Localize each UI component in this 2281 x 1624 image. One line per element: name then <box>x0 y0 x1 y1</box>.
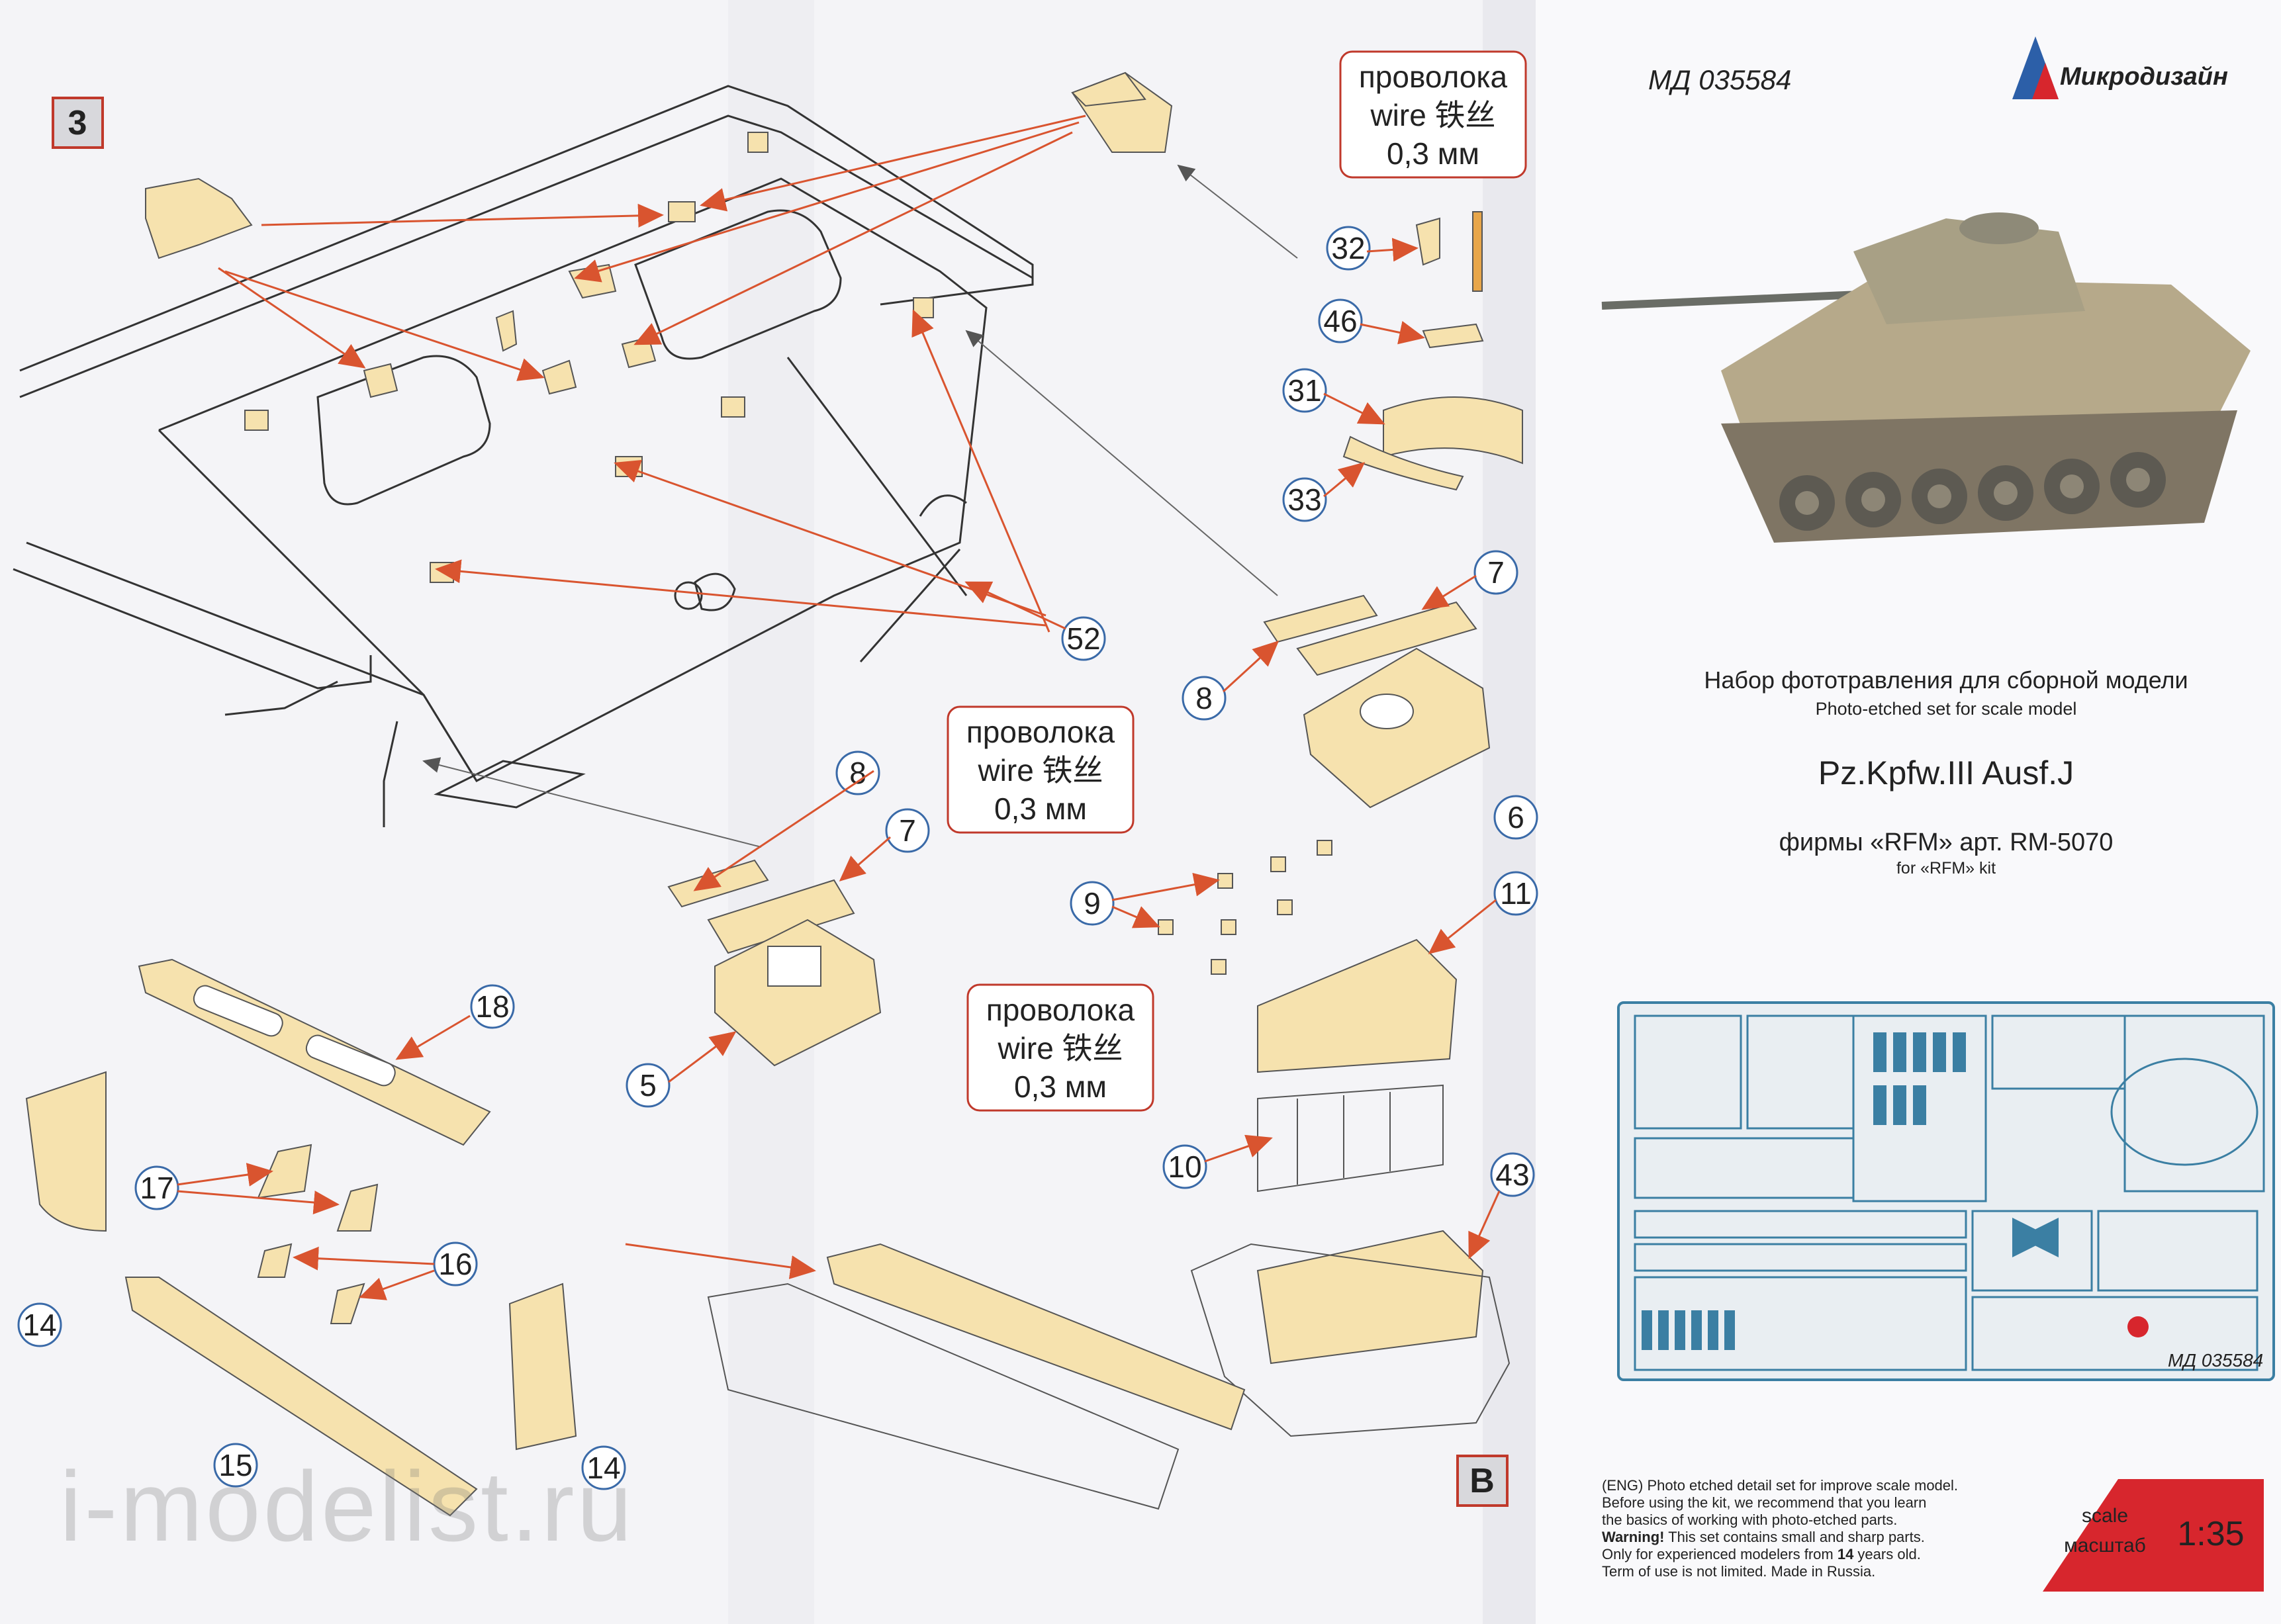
svg-text:wire 铁丝: wire 铁丝 <box>977 753 1103 788</box>
callout-14a: 14 <box>17 1302 62 1347</box>
part-callouts: 32 46 31 33 7 8 6 52 8 7 5 9 11 10 43 18… <box>17 226 1538 1490</box>
svg-text:46: 46 <box>1323 304 1357 338</box>
svg-text:15: 15 <box>218 1448 252 1482</box>
callout-9: 9 <box>1070 881 1115 926</box>
callout-16: 16 <box>433 1241 478 1286</box>
svg-text:6: 6 <box>1507 800 1524 835</box>
svg-text:Pz.Kpfw.III Ausf.J: Pz.Kpfw.III Ausf.J <box>1818 754 2074 791</box>
title-block: Набор фототравления для сборной модели P… <box>1704 666 2188 878</box>
svg-text:Photo-etched set for scale mod: Photo-etched set for scale model <box>1816 699 2077 719</box>
callout-7b: 7 <box>885 808 930 853</box>
scale-badge: scale масштаб 1:35 <box>2043 1479 2264 1592</box>
svg-text:31: 31 <box>1287 373 1321 408</box>
part-5-group <box>667 859 882 1067</box>
callout-15: 15 <box>213 1443 258 1488</box>
wire-note-3: проволока wire 铁丝 0,3 мм <box>966 983 1154 1112</box>
callout-33: 33 <box>1282 477 1327 522</box>
callout-7a: 7 <box>1473 550 1518 595</box>
wire-note-2: проволока wire 铁丝 0,3 мм <box>947 705 1135 834</box>
svg-text:33: 33 <box>1287 482 1321 517</box>
hull-rear-drawing <box>13 85 1034 827</box>
wire-note-1: проволока wire 铁丝 0,3 мм <box>1339 50 1527 179</box>
rear-panel-group <box>707 1243 1246 1510</box>
callout-11: 11 <box>1493 871 1538 916</box>
part-7-8-6-group <box>1263 594 1491 809</box>
tank-photo <box>1601 212 2251 543</box>
svg-text:5: 5 <box>639 1068 657 1103</box>
step-3-badge: 3 <box>52 97 104 149</box>
svg-text:7: 7 <box>1487 555 1505 590</box>
svg-text:11: 11 <box>1500 876 1532 911</box>
callout-arrows <box>177 238 1501 1300</box>
svg-text:0,3 мм: 0,3 мм <box>1014 1069 1107 1104</box>
svg-text:1:35: 1:35 <box>2177 1515 2244 1553</box>
svg-text:14: 14 <box>586 1451 620 1485</box>
svg-text:проволока: проволока <box>966 715 1115 749</box>
svg-text:МД 035584: МД 035584 <box>1648 64 1791 95</box>
callout-52: 52 <box>1061 616 1106 661</box>
svg-text:7: 7 <box>899 813 916 848</box>
fret-preview: МД 035584 <box>1617 1001 2275 1381</box>
callout-8b: 8 <box>835 750 880 795</box>
svg-text:фирмы «RFM» арт. RM-5070: фирмы «RFM» арт. RM-5070 <box>1779 829 2114 856</box>
part-32-46-group <box>1342 211 1523 491</box>
svg-text:0,3 мм: 0,3 мм <box>994 791 1087 826</box>
svg-text:for «RFM» kit: for «RFM» kit <box>1896 859 1996 878</box>
callout-10: 10 <box>1162 1144 1207 1189</box>
callout-46: 46 <box>1318 298 1363 343</box>
svg-text:B: B <box>1469 1462 1495 1500</box>
step-b-badge: B <box>1456 1455 1509 1507</box>
svg-text:17: 17 <box>140 1171 173 1205</box>
callout-14b: 14 <box>581 1445 626 1490</box>
svg-text:scale: scale <box>2082 1505 2128 1527</box>
warning-text: (ENG) Photo etched detail set for improv… <box>1602 1477 1959 1580</box>
svg-text:wire 铁丝: wire 铁丝 <box>1370 98 1495 132</box>
svg-text:32: 32 <box>1331 231 1365 265</box>
callout-17: 17 <box>134 1165 179 1210</box>
callout-43: 43 <box>1490 1152 1535 1197</box>
svg-text:проволока: проволока <box>986 993 1135 1027</box>
svg-text:3: 3 <box>68 104 87 142</box>
callout-6: 6 <box>1493 795 1538 840</box>
svg-text:0,3 мм: 0,3 мм <box>1387 136 1479 171</box>
svg-text:52: 52 <box>1066 621 1100 656</box>
svg-text:9: 9 <box>1084 886 1101 921</box>
brand-header: МД 035584 Микродизайн <box>1648 36 2228 99</box>
callout-5: 5 <box>626 1063 671 1108</box>
guide-lines <box>422 164 1298 848</box>
svg-text:проволока: проволока <box>1359 60 1508 94</box>
svg-text:Микродизайн: Микродизайн <box>2060 63 2228 91</box>
hull-arrows <box>218 114 1086 633</box>
callout-18: 18 <box>470 984 515 1029</box>
svg-text:16: 16 <box>438 1247 472 1281</box>
svg-text:18: 18 <box>475 989 509 1024</box>
callout-32: 32 <box>1326 226 1371 271</box>
callout-8a: 8 <box>1182 676 1227 721</box>
watermark-text: i-modelist.ru <box>60 1451 635 1562</box>
part-9-11-10-group <box>1158 840 1458 1193</box>
svg-text:10: 10 <box>1168 1150 1201 1184</box>
svg-text:14: 14 <box>23 1308 56 1342</box>
hinge-part <box>145 71 1173 259</box>
svg-text:wire 铁丝: wire 铁丝 <box>997 1031 1123 1065</box>
callout-31: 31 <box>1282 368 1327 413</box>
svg-text:МД 035584: МД 035584 <box>2168 1350 2263 1371</box>
svg-text:Набор фототравления для сборно: Набор фототравления для сборной модели <box>1704 666 2188 694</box>
svg-text:масштаб: масштаб <box>2064 1535 2146 1556</box>
svg-text:43: 43 <box>1495 1157 1529 1192</box>
part-18-17-16-15-14-group <box>25 958 577 1517</box>
svg-text:8: 8 <box>1195 681 1213 715</box>
